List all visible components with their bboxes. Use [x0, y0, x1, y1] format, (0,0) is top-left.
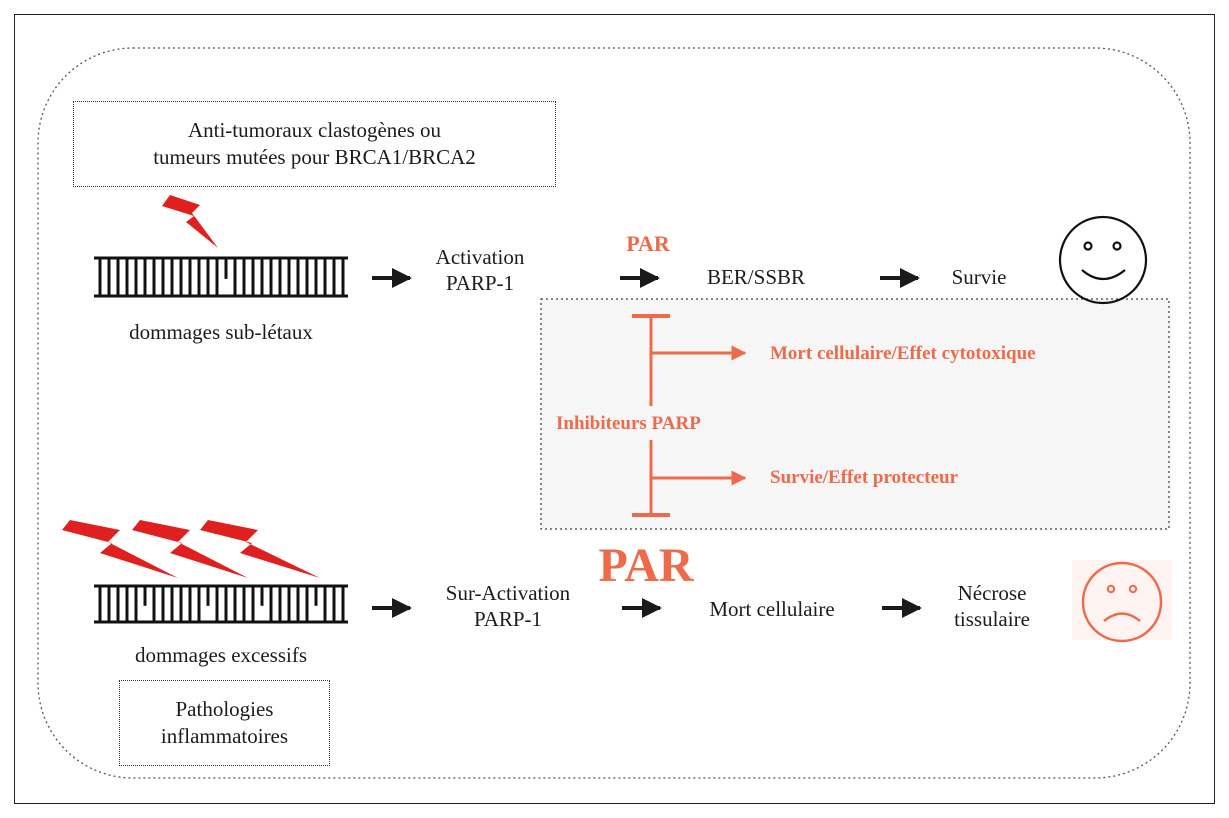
survival-label: Survie [951, 265, 1007, 289]
cytotoxic-effect-label: Mort cellulaire/Effet cytotoxique [770, 343, 1036, 364]
inhibitor-label: Inhibiteurs PARP [556, 413, 701, 434]
dna-strand-icon [94, 584, 348, 624]
lightning-bolt-icon [62, 520, 320, 578]
activation-line2: PARP-1 [445, 271, 515, 296]
sad-face-icon [1072, 560, 1172, 643]
par-small-label: PAR [626, 231, 670, 256]
inhibitor-panel [540, 298, 1170, 530]
overactivation-label: Sur-Activation PARP-1 [418, 580, 598, 633]
lightning-bolt-icon [162, 195, 218, 248]
activation-line1: Activation [435, 245, 525, 269]
figure-frame [14, 14, 1215, 804]
repair-label: BER/SSBR [706, 265, 806, 289]
pathology-box: Pathologies inflammatoires [119, 680, 330, 766]
source-box: Anti-tumoraux clastogènes ou tumeurs mut… [73, 101, 556, 187]
sublethal-damage-label: dommages sub-létaux [129, 320, 313, 344]
cell-death-label: Mort cellulaire [709, 597, 835, 621]
pathology-box-line1: Pathologies [175, 696, 274, 721]
necrosis-label: Nécrose tissulaire [932, 580, 1052, 633]
source-box-line2: tumeurs mutées pour BRCA1/BRCA2 [153, 145, 476, 169]
happy-face-icon [1058, 215, 1148, 305]
activation-label: Activation PARP-1 [410, 244, 550, 297]
overactivation-line1: Sur-Activation [445, 581, 571, 605]
protective-effect-label: Survie/Effet protecteur [770, 467, 959, 488]
outer-rounded-region [37, 47, 1191, 779]
pathology-box-line2: inflammatoires [160, 724, 289, 748]
necrosis-line2: tissulaire [954, 607, 1030, 632]
source-box-line1: Anti-tumoraux clastogènes ou [187, 117, 442, 142]
excessive-damage-label: dommages excessifs [134, 643, 308, 667]
dna-strand-icon [94, 256, 348, 298]
necrosis-line1: Nécrose [957, 581, 1027, 605]
par-large-label: PAR [598, 539, 694, 592]
overactivation-line2: PARP-1 [473, 607, 543, 632]
